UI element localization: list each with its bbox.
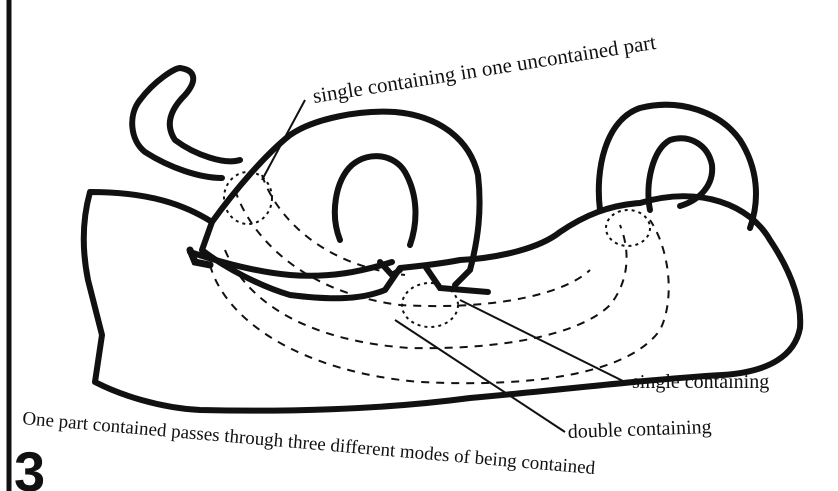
leader-middle: [394, 319, 566, 433]
leader-lines: [261, 99, 626, 433]
inner-hook-edge: [187, 249, 395, 279]
top-curl-outline: [137, 65, 243, 165]
central-loop: [331, 153, 419, 248]
cross-section-ellipses: [223, 171, 651, 328]
middle-tab: [377, 259, 403, 279]
right-arch-outline: [595, 101, 759, 231]
leader-right: [459, 299, 626, 383]
right-tab: [422, 263, 491, 295]
label-top: single containing in one uncontained par…: [311, 30, 658, 108]
left-tab: [186, 246, 214, 269]
leader-top: [261, 99, 306, 181]
container-surface-outline: [80, 189, 804, 414]
hidden-passage-dashed: [209, 174, 670, 385]
label-bottom: One part contained passes through three …: [22, 408, 597, 479]
label-middle: double containing: [567, 416, 712, 443]
label-right: single containing: [632, 371, 769, 393]
left-hook-uncontained-part: [209, 108, 483, 288]
top-curl-inner: [129, 97, 225, 181]
right-arch-inner: [645, 135, 716, 213]
figure-number: 3: [14, 440, 45, 491]
